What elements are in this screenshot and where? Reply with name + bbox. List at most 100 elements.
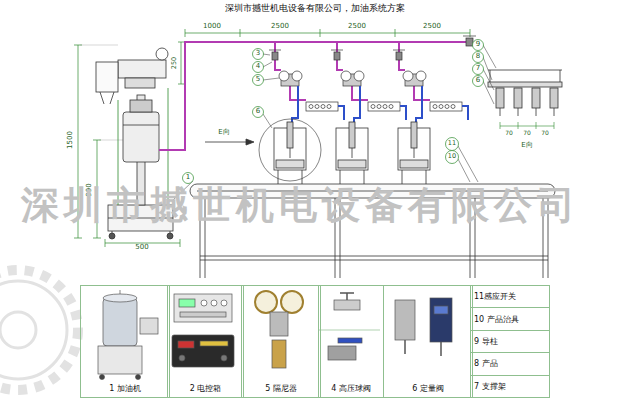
panel-pictures-part: [201, 300, 207, 306]
conveyor-part: [200, 256, 548, 257]
controller-boxes-part: [315, 105, 319, 109]
gear-watermark-part: [0, 312, 36, 348]
controller-boxes-part: [445, 105, 449, 109]
blue-pipes-part: [462, 106, 468, 120]
callout-circles-part: [473, 76, 484, 87]
dispensing-stations: [259, 119, 430, 184]
dimension-lines-part: [185, 29, 186, 37]
dimension-lines-part: [240, 29, 241, 37]
e-view-part: [500, 122, 501, 129]
controller-boxes-part: [309, 105, 313, 109]
callout-circles-part: [473, 52, 484, 63]
dimension-lines-part: [74, 238, 82, 239]
e-view-part: [554, 122, 555, 129]
dimension-label: 2500: [347, 23, 367, 31]
dispensing-stations-part: [302, 170, 303, 184]
dimension-label: 500: [134, 244, 149, 252]
callout-number: 10: [448, 153, 456, 160]
blue-pipes-part: [338, 106, 344, 120]
panel-caption: 6 定量阀: [384, 385, 472, 394]
dimension-label: 70: [504, 130, 514, 137]
panel-caption: 5 隔尼器: [242, 385, 320, 394]
dimension-label: 1000: [202, 23, 222, 31]
panel-pictures-part: [318, 330, 380, 331]
e-view-part: [560, 70, 561, 82]
panel-pictures: [98, 290, 452, 380]
panel-pictures-part: [334, 300, 360, 310]
valves-regulators-part: [292, 71, 302, 81]
leader-lines-part: [458, 146, 478, 182]
valves-regulators-part: [272, 52, 278, 60]
e-view-part: [536, 122, 537, 129]
e-view-part: [488, 82, 562, 87]
gear-watermark-part: [0, 270, 78, 390]
parts-list-box: 11感应开关10 产品治具9 导柱8 产品7 支撑架: [470, 285, 550, 398]
leader-lines-part: [483, 81, 494, 104]
controller-boxes-part: [433, 105, 437, 109]
callout-circles: [183, 40, 484, 184]
filling-machine-part: [96, 62, 118, 92]
valves-regulators-part: [354, 71, 364, 81]
panel-pictures-part: [179, 355, 185, 361]
e-view-part: [496, 88, 504, 108]
valves-regulators-part: [331, 50, 343, 51]
dispensing-stations-part: [338, 160, 366, 168]
panel-pictures-part: [200, 341, 228, 346]
dimension-label: 70: [540, 130, 550, 137]
valves-regulators-part: [466, 38, 473, 46]
dispensing-stations-part: [278, 170, 279, 184]
panel-pictures-part: [174, 294, 232, 322]
panel-caption: 2 电控箱: [168, 385, 243, 394]
blue-pipes: [292, 86, 468, 124]
watermark-text: 深圳市撼世机电设备有限公司: [21, 185, 580, 227]
dimension-lines-part: [178, 42, 184, 43]
panel-pictures-part: [430, 298, 452, 342]
callout-circles-part: [253, 49, 264, 60]
panel-pictures-part: [103, 298, 137, 346]
dimension-label: 1500: [67, 130, 75, 150]
valves-regulators-part: [279, 71, 289, 81]
dispensing-stations-part: [414, 148, 415, 158]
panel-pictures-part: [404, 340, 406, 354]
controller-boxes-part: [439, 105, 443, 109]
list-row: 8 产品: [471, 353, 549, 375]
view-arrow: [205, 139, 254, 145]
controller-boxes-part: [368, 102, 400, 111]
callout-circles-part: [253, 62, 264, 73]
filling-machine-part: [123, 125, 159, 126]
controller-boxes-part: [430, 102, 462, 111]
e-view-part: [536, 108, 537, 116]
panel-pictures-part: [346, 293, 348, 300]
leader-lines-part: [483, 69, 494, 90]
panel-pictures-part: [180, 312, 226, 317]
blue-pipes-part: [400, 106, 406, 120]
leader-lines-part: [263, 78, 279, 80]
callout-number: 7: [476, 65, 480, 73]
panel-pictures-part: [120, 290, 121, 294]
dimension-lines-part: [105, 239, 106, 247]
controller-boxes-part: [306, 102, 338, 111]
list-row: 10 产品治具: [471, 308, 549, 330]
callout-circles-part: [473, 64, 484, 75]
filling-machine-part: [125, 78, 155, 88]
filling-machine-part: [130, 100, 152, 112]
blue-pipes-part: [292, 86, 298, 124]
view-arrow-part: [246, 139, 254, 145]
callout-number: 8: [476, 53, 480, 61]
filling-machine-part: [109, 233, 115, 239]
callout-circles-part: [253, 75, 264, 86]
panel-pictures-part: [272, 340, 286, 368]
oil-pipe-part: [159, 42, 470, 150]
panel-pictures-part: [395, 300, 415, 340]
panel-pictures-part: [211, 300, 217, 306]
valves-regulators-part: [403, 71, 413, 81]
filling-machine-part: [100, 92, 104, 104]
dimension-lines-part: [180, 239, 181, 247]
panel-pictures-part: [221, 300, 227, 306]
callout-number: 6: [256, 108, 260, 116]
valves-regulators-part: [393, 50, 405, 51]
panel-pictures-part: [255, 291, 277, 313]
e-view-part: [500, 108, 501, 116]
dimension-label: E向: [520, 142, 533, 150]
list-row: 9 导柱: [471, 331, 549, 353]
